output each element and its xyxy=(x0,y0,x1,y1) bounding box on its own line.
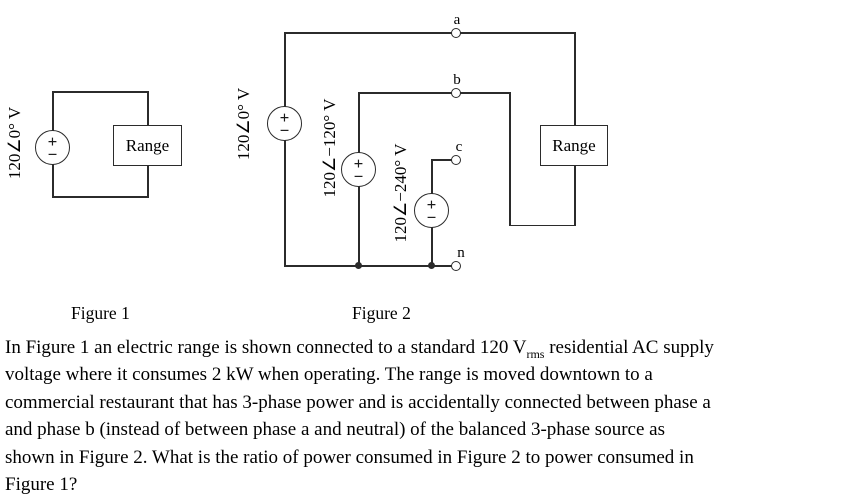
minus-sign: − xyxy=(353,166,364,186)
figure2-wire-phase-a xyxy=(284,32,576,34)
figure2-source-b-label: 120∠−120° V xyxy=(320,98,339,198)
figure2-source-c-label: 120∠−240° V xyxy=(391,143,410,243)
minus-sign: − xyxy=(426,207,437,227)
minus-sign: − xyxy=(279,120,290,140)
figure1-wire-top xyxy=(52,91,149,93)
terminal-a-label: a xyxy=(453,12,461,28)
problem-line-1-cont: residential AC supply xyxy=(544,337,714,358)
terminal-n-label: n xyxy=(457,245,465,261)
problem-line-2: voltage where it consumes 2 kW when oper… xyxy=(5,364,653,386)
figure1-voltage-source-icon: + − xyxy=(35,130,70,165)
figure2-voltage-source-a-icon: + − xyxy=(267,106,302,141)
terminal-b-node xyxy=(451,88,461,98)
problem-line-4: and phase b (instead of between phase a … xyxy=(5,419,665,441)
junction-dot-source-b xyxy=(355,262,362,269)
figure2-wire-a-to-range xyxy=(574,32,576,127)
figure2-voltage-source-c-icon: + − xyxy=(414,193,449,228)
figure2-wire-source-a-vertical xyxy=(284,32,286,267)
figure2-wire-range-to-loop xyxy=(574,165,576,226)
junction-dot-source-c xyxy=(428,262,435,269)
figure2-range-label: Range xyxy=(552,135,596,155)
figure2-wire-phase-c xyxy=(431,159,453,161)
minus-sign: − xyxy=(47,144,58,164)
figure2-range-box: Range xyxy=(540,125,608,166)
terminal-n-node xyxy=(451,261,461,271)
figure1-source-label: 120∠0° V xyxy=(5,106,24,180)
problem-text: In Figure 1 an electric range is shown c… xyxy=(5,334,714,498)
plus-sign: + xyxy=(426,194,437,214)
problem-line-1-text: In Figure 1 an electric range is shown c… xyxy=(5,337,527,358)
problem-line-3: commercial restaurant that has 3-phase p… xyxy=(5,391,711,413)
terminal-b-label: b xyxy=(453,72,461,88)
plus-sign: + xyxy=(279,107,290,127)
figure2-wire-neutral xyxy=(284,265,454,267)
figure2-wire-b-down xyxy=(509,92,511,227)
figure2-source-a-label: 120∠0° V xyxy=(234,87,253,161)
terminal-c-label: c xyxy=(455,139,463,155)
problem-line-5: shown in Figure 2. What is the ratio of … xyxy=(5,446,694,468)
plus-sign: + xyxy=(47,131,58,151)
terminal-a-node xyxy=(451,28,461,38)
plus-sign: + xyxy=(353,153,364,173)
figure1-range-box: Range xyxy=(113,125,182,166)
figure2-caption: Figure 2 xyxy=(352,303,411,323)
terminal-c-node xyxy=(451,155,461,165)
figure2-voltage-source-b-icon: + − xyxy=(341,152,376,187)
figure1-wire-bottom xyxy=(52,196,149,198)
figure2-wire-loop-bottom xyxy=(509,224,576,227)
problem-line-1: In Figure 1 an electric range is shown c… xyxy=(5,334,714,361)
figure2-wire-phase-b xyxy=(358,92,511,94)
figure1-range-label: Range xyxy=(125,135,170,155)
vrms-subscript: rms xyxy=(526,346,545,361)
problem-line-6: Figure 1? xyxy=(5,474,78,496)
figure1-caption: Figure 1 xyxy=(71,303,130,323)
